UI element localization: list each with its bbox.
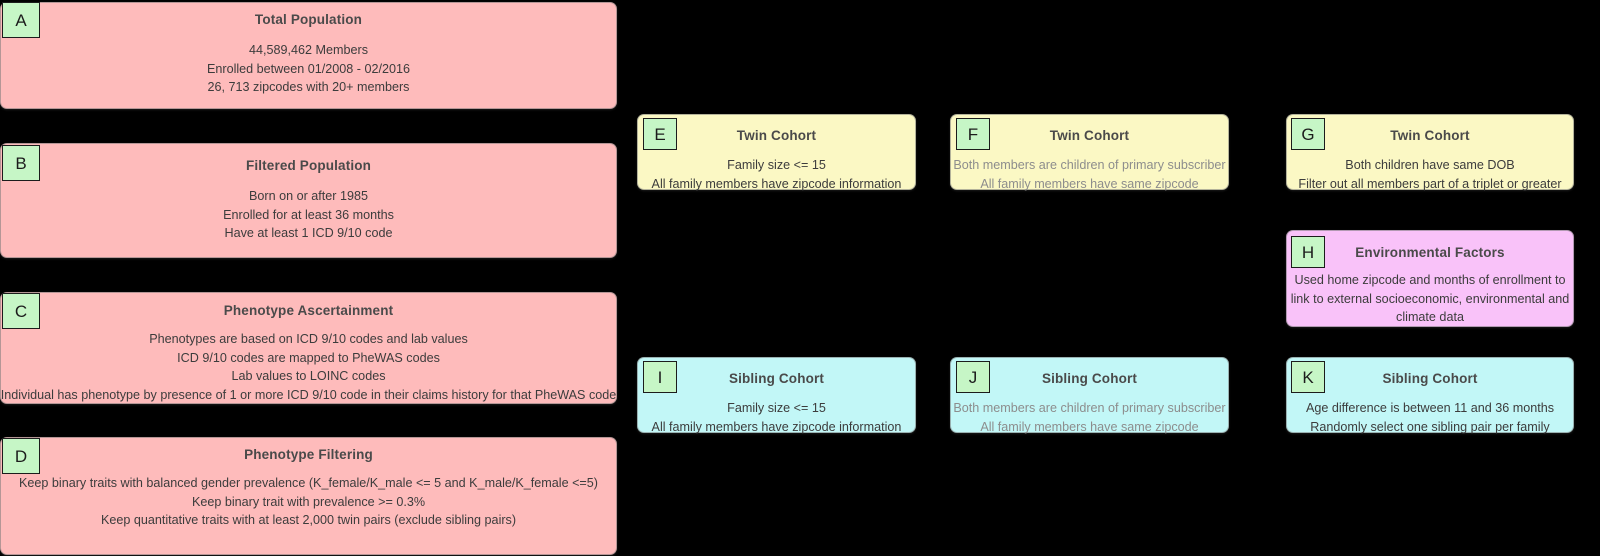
flow-node-body-line: ICD 9/10 codes are mapped to PheWAS code… [177,350,440,365]
flow-node-title: Environmental Factors [1355,245,1505,260]
flow-node-badge-k: K [1291,361,1325,393]
flow-node-body-line: Randomly select one sibling pair per fam… [1310,419,1550,434]
flow-node-body: Both members are children of primary sub… [911,399,1268,436]
flow-node-badge-c: C [2,293,40,329]
flow-node-body-line: Lab values to LOINC codes [231,369,386,383]
flow-node-body-line: Keep quantitative traits with at least 2… [100,513,517,527]
flow-node-badge-h: H [1291,236,1325,268]
flow-node-body-line: Keep binary traits with balanced gender … [19,476,598,490]
flow-node-body-line: Enrolled between 01/2008 - 02/2016 [206,61,411,76]
flow-node-title: Sibling Cohort [728,371,825,386]
flow-node-body-line: 26, 713 zipcodes with 20+ members [207,80,410,94]
flow-node-body-line: Keep binary trait with prevalence >= 0.3… [191,494,426,509]
flow-node-title: Twin Cohort [1049,128,1130,143]
flow-node-body-line: Have at least 1 ICD 9/10 code [224,226,393,240]
flow-node-body: Keep binary traits with balanced gender … [0,474,656,530]
flow-node-body-line: Age difference is between 11 and 36 mont… [1305,401,1555,415]
flow-node-body-line: Filter out all members part of a triplet… [1298,176,1562,191]
flow-node-body: Used home zipcode and months of enrollme… [1247,271,1600,327]
flow-node-badge-g: G [1291,118,1325,150]
flow-node-title: Twin Cohort [736,128,817,143]
flow-node-badge-i: I [643,361,677,393]
flow-node-badge-j: J [956,361,990,393]
flow-node-body-line: Both members are children of primary sub… [953,158,1226,172]
flow-node-body-line: 44,589,462 Members [248,43,368,57]
flow-node-body: Both members are children of primary sub… [911,156,1268,193]
flow-node-body-line: climate data [1396,310,1464,324]
flow-node-title: Sibling Cohort [1041,371,1138,386]
flow-node-body: Family size <= 15 All family members have… [598,399,955,436]
flow-node-badge-b: B [2,145,40,181]
flow-node-body-line: Born on or after 1985 [248,189,369,203]
flow-node-body: Phenotypes are based on ICD 9/10 codes a… [0,330,656,404]
flow-node-body-line: Individual has phenotype by presence of … [0,387,617,402]
flow-node-body: Both children have same DOB Filter out al… [1247,156,1600,193]
flow-node-title: Twin Cohort [1390,128,1470,143]
flow-node-body-line: Family size <= 15 [727,401,826,415]
flow-node-badge-a: A [2,2,40,38]
flow-node-body: Age difference is between 11 and 36 mont… [1247,399,1600,436]
flow-node-badge-e: E [643,118,677,150]
flow-node-title: Total Population [254,12,363,27]
flow-node-badge-d: D [2,438,40,474]
flow-node-body-line: All family members have zipcode informat… [651,176,902,191]
flow-node-body-line: All family members have same zipcode [980,419,1199,434]
flow-node-title: Sibling Cohort [1382,371,1478,386]
flow-node-body-line: link to external socioeconomic, environm… [1290,291,1570,306]
flow-node-title: Phenotype Ascertainment [223,303,394,318]
flow-node-body-line: All family members have same zipcode [980,176,1199,191]
flow-node-body-line: Enrolled for at least 36 months [223,207,394,222]
flow-node-body-line: Used home zipcode and months of enrollme… [1294,273,1566,287]
flow-node-body-line: Both members are children of primary sub… [953,401,1226,415]
flow-node-body-line: Family size <= 15 [727,158,826,172]
flow-node-body: Family size <= 15 All family members have… [598,156,955,193]
flow-node-body-line: Phenotypes are based on ICD 9/10 codes a… [149,332,468,346]
flow-node-body-line: Both children have same DOB [1345,158,1515,172]
flow-node-badge-f: F [956,118,990,150]
flow-node-title: Filtered Population [245,158,372,173]
flow-node-title: Phenotype Filtering [244,447,373,462]
flow-node-body-line: All family members have zipcode informat… [651,419,902,434]
